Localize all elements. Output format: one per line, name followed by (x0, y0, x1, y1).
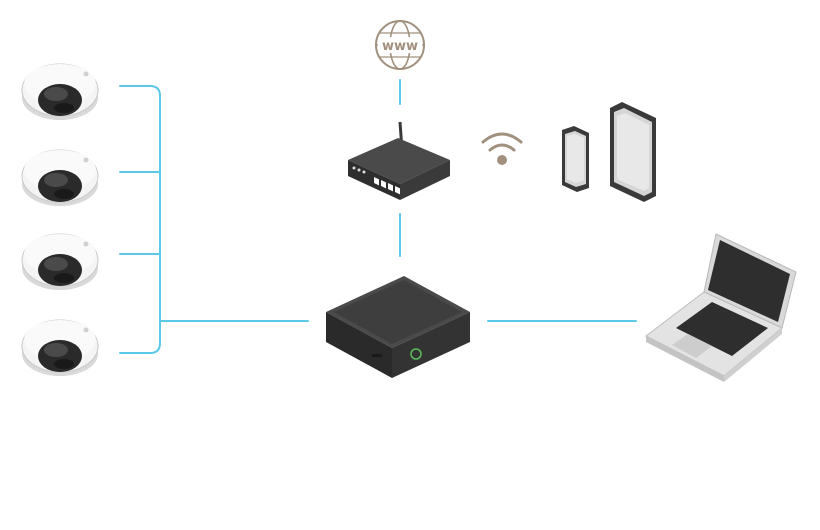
camera-2 (21, 149, 99, 207)
connection-lines (119, 79, 637, 354)
camera-3 (21, 233, 99, 291)
router-icon (348, 121, 450, 200)
camera-1-link (119, 85, 161, 97)
wifi-icon (481, 132, 523, 165)
tablet-icon (610, 102, 656, 202)
laptop-icon (645, 233, 797, 382)
camera-bus (119, 95, 161, 354)
smartphone-icon (562, 126, 589, 192)
camera-1 (21, 63, 99, 121)
www-globe-icon: www (375, 20, 425, 70)
recorder-box-icon (326, 276, 470, 378)
camera-4 (21, 319, 99, 377)
www-label: www (382, 39, 418, 54)
